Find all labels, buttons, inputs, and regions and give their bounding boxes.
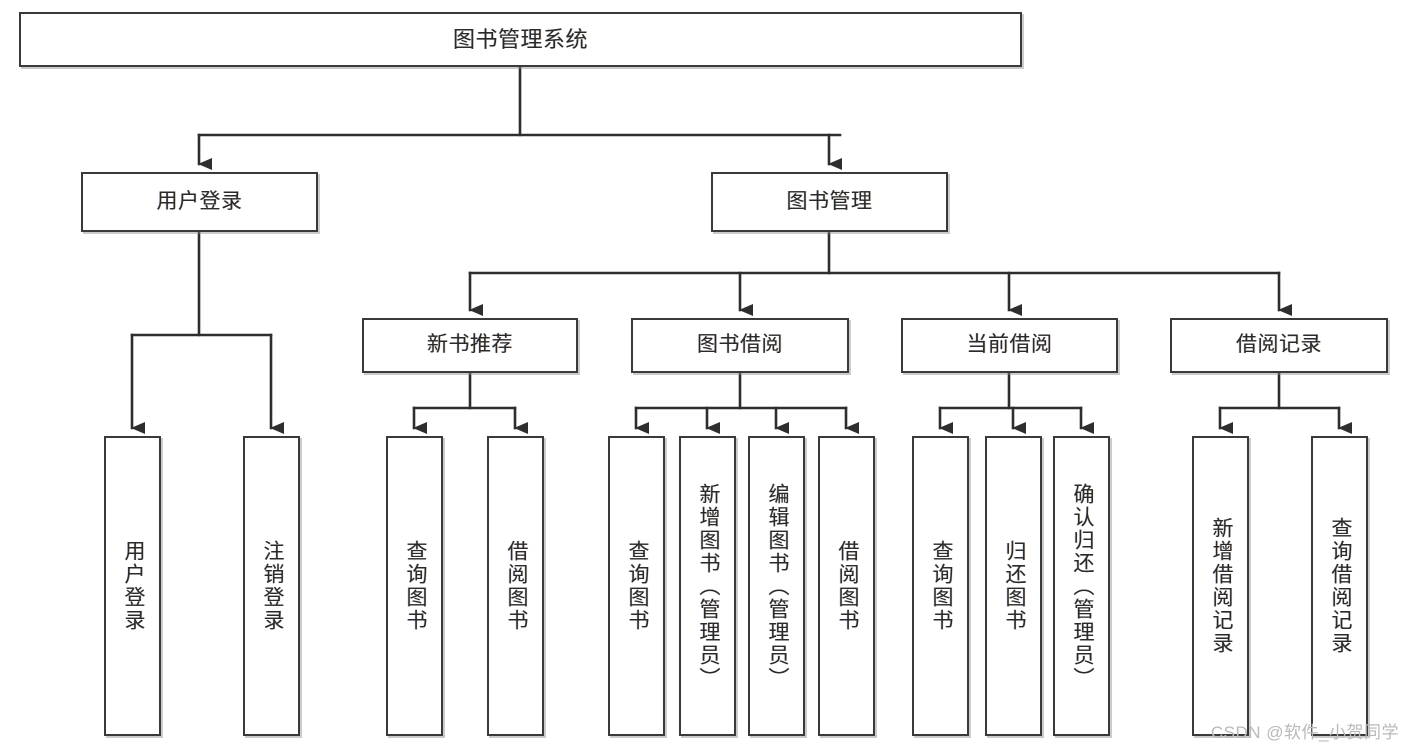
node-new-book-recommend-label: 新书推荐 xyxy=(427,333,513,357)
leaf-newbook-borrow-book-label: 借阅图书 xyxy=(504,540,528,632)
leaf-current-query-book[interactable]: 查询图书 xyxy=(912,436,969,736)
leaf-borrow-borrow-book-label: 借阅图书 xyxy=(835,540,859,632)
node-root[interactable]: 图书管理系统 xyxy=(19,12,1022,67)
leaf-current-return-book-label: 归还图书 xyxy=(1002,540,1026,632)
leaf-borrow-query-book[interactable]: 查询图书 xyxy=(608,436,665,736)
node-borrow-records[interactable]: 借阅记录 xyxy=(1170,318,1388,373)
leaf-borrow-edit-book-label: 编辑图书（管理员） xyxy=(765,482,789,690)
node-user-login[interactable]: 用户登录 xyxy=(81,172,318,232)
leaf-records-add-record-label: 新增借阅记录 xyxy=(1209,517,1233,655)
leaf-current-query-book-label: 查询图书 xyxy=(929,540,953,632)
node-borrow-records-label: 借阅记录 xyxy=(1236,333,1322,357)
leaf-borrow-add-book[interactable]: 新增图书（管理员） xyxy=(679,436,736,736)
leaf-user-login-label: 用户登录 xyxy=(121,540,145,632)
leaf-borrow-query-book-label: 查询图书 xyxy=(625,540,649,632)
node-book-management[interactable]: 图书管理 xyxy=(711,172,948,232)
leaf-borrow-edit-book[interactable]: 编辑图书（管理员） xyxy=(748,436,805,736)
node-user-login-label: 用户登录 xyxy=(156,189,243,213)
node-book-borrow-label: 图书借阅 xyxy=(697,333,783,357)
leaf-current-confirm-return[interactable]: 确认归还（管理员） xyxy=(1053,436,1110,736)
leaf-records-query-record[interactable]: 查询借阅记录 xyxy=(1311,436,1368,736)
node-book-borrow[interactable]: 图书借阅 xyxy=(631,318,849,373)
leaf-current-confirm-return-label: 确认归还（管理员） xyxy=(1070,482,1094,690)
leaf-newbook-query-book[interactable]: 查询图书 xyxy=(386,436,443,736)
node-current-borrow[interactable]: 当前借阅 xyxy=(901,318,1118,373)
csdn-watermark: CSDN @软件_小贺同学 xyxy=(1210,723,1399,742)
node-root-label: 图书管理系统 xyxy=(452,26,588,52)
node-book-management-label: 图书管理 xyxy=(786,189,873,213)
leaf-user-login[interactable]: 用户登录 xyxy=(104,436,161,736)
leaf-current-return-book[interactable]: 归还图书 xyxy=(985,436,1042,736)
leaf-user-logout-label: 注销登录 xyxy=(260,540,284,632)
node-new-book-recommend[interactable]: 新书推荐 xyxy=(362,318,578,373)
leaf-borrow-add-book-label: 新增图书（管理员） xyxy=(696,482,720,690)
node-current-borrow-label: 当前借阅 xyxy=(966,333,1053,357)
leaf-records-add-record[interactable]: 新增借阅记录 xyxy=(1192,436,1249,736)
leaf-records-query-record-label: 查询借阅记录 xyxy=(1328,517,1352,655)
leaf-newbook-query-book-label: 查询图书 xyxy=(403,540,427,632)
leaf-user-logout[interactable]: 注销登录 xyxy=(243,436,300,736)
leaf-newbook-borrow-book[interactable]: 借阅图书 xyxy=(487,436,544,736)
leaf-borrow-borrow-book[interactable]: 借阅图书 xyxy=(818,436,875,736)
